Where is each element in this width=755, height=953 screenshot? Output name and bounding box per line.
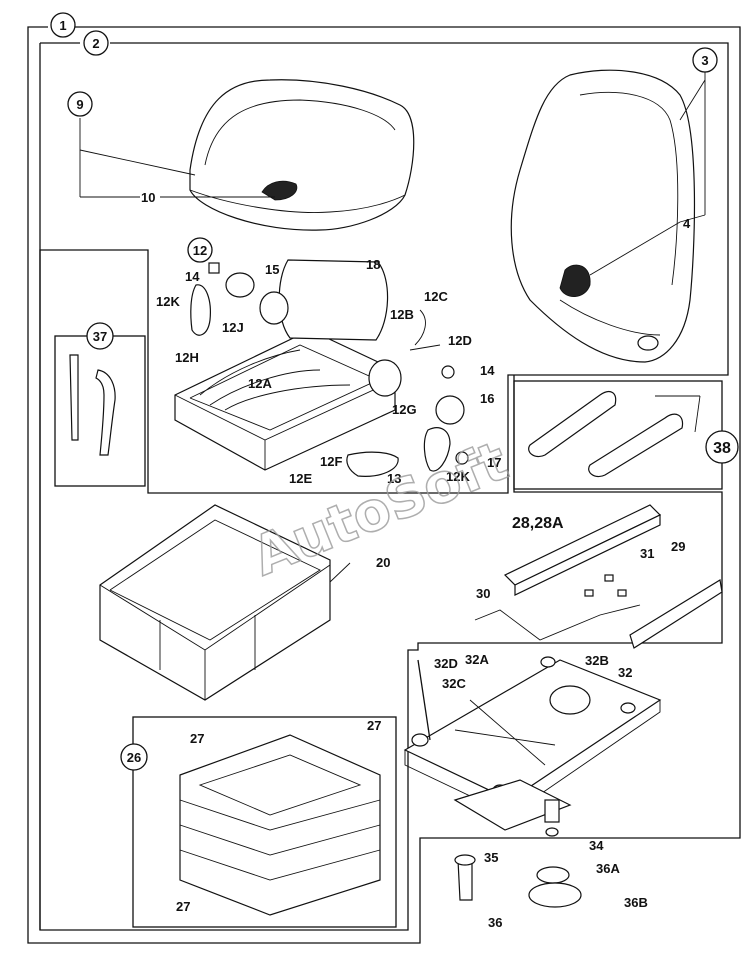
callout-38: 38 [713, 440, 731, 457]
label-32a: 32A [465, 652, 489, 667]
callout-1-circle [50, 12, 76, 38]
frame-2 [39, 42, 729, 931]
suspension-assembly [403, 656, 662, 831]
slide-rails [474, 504, 723, 649]
leader-lines [79, 68, 706, 583]
callout-2: 2 [92, 36, 99, 51]
label-32b: 32B [585, 653, 609, 668]
seat-frame-assembly [174, 259, 469, 477]
label-30: 30 [476, 586, 490, 601]
callout-37-circle [86, 322, 114, 350]
label-32d: 32D [434, 656, 458, 671]
label-12a: 12A [248, 376, 272, 391]
label-12e: 12E [289, 471, 312, 486]
label-32: 32 [618, 665, 632, 680]
label-17: 17 [487, 455, 501, 470]
label-15: 15 [265, 262, 279, 277]
callout-26-circle [120, 743, 148, 771]
label-36b: 36B [624, 895, 648, 910]
callout-38-circle [705, 430, 739, 464]
callout-37: 37 [93, 329, 107, 344]
label-36a: 36A [596, 861, 620, 876]
frame-1 [27, 26, 741, 944]
callout-12: 12 [193, 243, 207, 258]
label-16: 16 [480, 391, 494, 406]
base-box [99, 504, 331, 701]
label-12g: 12G [392, 402, 417, 417]
label-27c: 27 [176, 899, 190, 914]
label-13: 13 [387, 471, 401, 486]
label-34: 34 [589, 838, 604, 853]
callout-26: 26 [127, 750, 141, 765]
label-12b: 12B [390, 307, 414, 322]
callout-2-circle [83, 30, 109, 56]
label-27b: 27 [367, 718, 381, 733]
label-12h: 12H [175, 350, 199, 365]
label-36: 36 [488, 915, 502, 930]
seat-cushion [189, 79, 415, 231]
label-35: 35 [484, 850, 498, 865]
label-12j: 12J [222, 320, 244, 335]
label-27a: 27 [190, 731, 204, 746]
seat-backrest [510, 69, 696, 363]
box-26 [132, 716, 397, 928]
callout-3: 3 [701, 53, 708, 68]
label-18: 18 [366, 257, 380, 272]
label-10: 10 [141, 190, 155, 205]
callout-9-circle [67, 91, 93, 117]
label-12f: 12F [320, 454, 342, 469]
part-37 [69, 354, 116, 456]
label-12d: 12D [448, 333, 472, 348]
label-28: 28,28A [512, 515, 564, 532]
label-14a: 14 [185, 269, 200, 284]
callout-3-circle [692, 47, 718, 73]
bellows [179, 734, 381, 916]
small-parts [454, 799, 582, 908]
callout-1: 1 [59, 18, 66, 33]
label-4: 4 [683, 216, 691, 231]
label-31: 31 [640, 546, 654, 561]
label-12c: 12C [424, 289, 448, 304]
label-29: 29 [671, 539, 685, 554]
label-32c: 32C [442, 676, 466, 691]
callout-9: 9 [76, 97, 83, 112]
box-37 [54, 335, 146, 487]
callout-12-circle [187, 237, 213, 263]
armrests [528, 391, 684, 478]
label-14b: 14 [480, 363, 495, 378]
label-12k-top: 12K [156, 294, 180, 309]
label-20: 20 [376, 555, 390, 570]
label-12k-bottom: 12K [446, 469, 470, 484]
